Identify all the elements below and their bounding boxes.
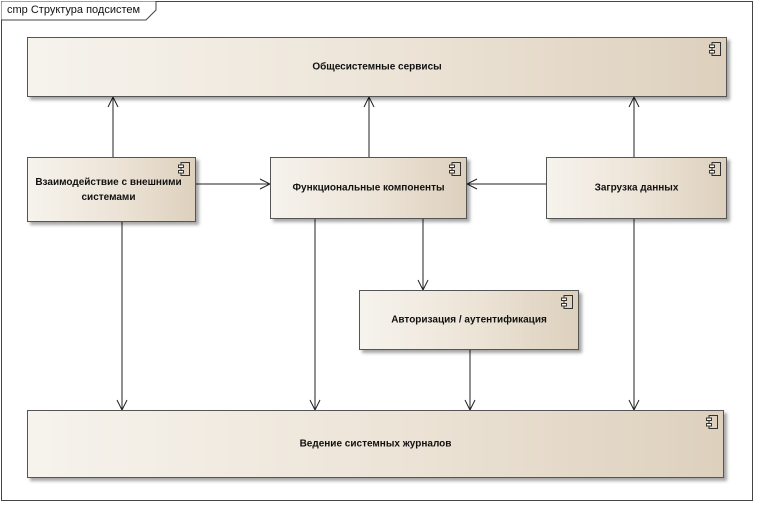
component-icon — [449, 162, 461, 176]
component-label: Авторизация / аутентификация — [391, 314, 547, 326]
component-icon — [709, 42, 721, 56]
component-data-loading[interactable]: Загрузка данных — [546, 157, 727, 219]
component-authorization[interactable]: Авторизация / аутентификация — [359, 290, 579, 350]
component-label: Загрузка данных — [594, 182, 679, 194]
component-common-services[interactable]: Общесистемные сервисы — [27, 37, 727, 97]
component-label: Общесистемные сервисы — [312, 61, 442, 73]
component-label: Взаимодействие с внешними системами — [35, 176, 182, 203]
component-icon — [709, 162, 721, 176]
component-icon — [561, 295, 573, 309]
component-label: Функциональные компоненты — [292, 182, 445, 194]
frame-title: cmp Структура подсистем — [7, 4, 141, 16]
component-external-interaction[interactable]: Взаимодействие с внешними системами — [27, 157, 196, 222]
frame-tab — [1, 1, 157, 21]
component-functional-components[interactable]: Функциональные компоненты — [270, 157, 467, 219]
component-icon — [178, 162, 190, 176]
component-icon — [706, 415, 718, 429]
component-label: Ведение системных журналов — [299, 438, 452, 450]
component-system-logs[interactable]: Ведение системных журналов — [27, 410, 724, 478]
